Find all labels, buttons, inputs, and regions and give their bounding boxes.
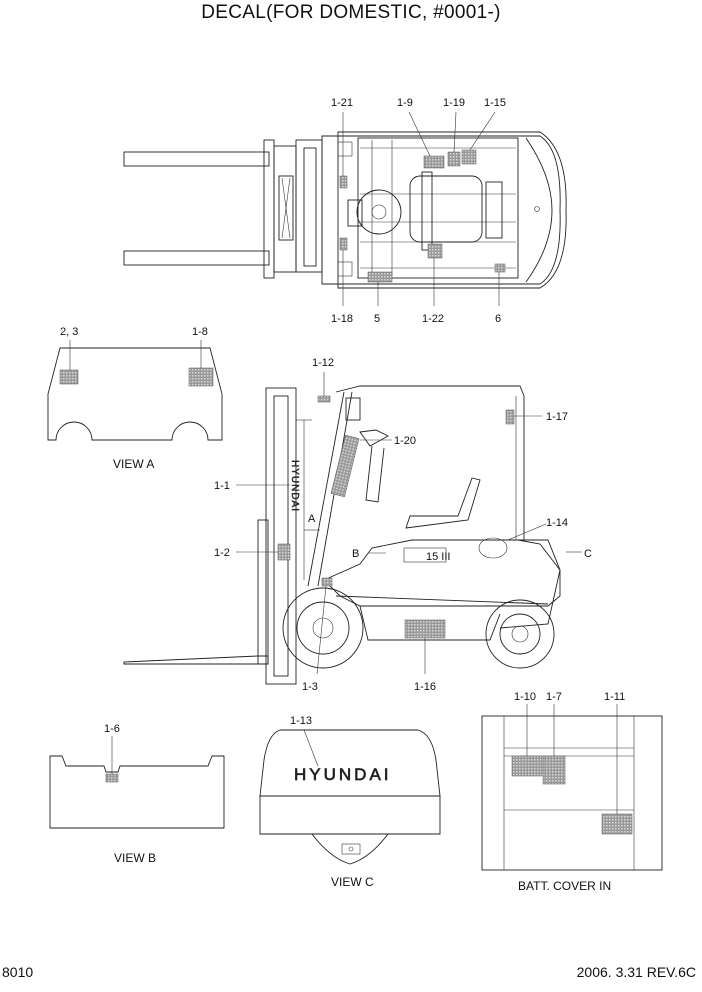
- view-a-caption: VIEW A: [113, 457, 154, 471]
- view-c-caption: VIEW C: [331, 875, 374, 889]
- svg-text:HYUNDAI: HYUNDAI: [289, 460, 300, 512]
- label-1-1: 1-1: [214, 480, 230, 492]
- decal-1-22: [427, 243, 443, 259]
- view-b: 1-6 VIEW B: [49, 723, 225, 865]
- revision-stamp: 2006. 3.31 REV.6C: [576, 964, 696, 980]
- decal-1-2: [277, 543, 291, 561]
- decal-1-9: [423, 155, 445, 169]
- decal-1-18: [339, 237, 348, 251]
- label-1-14: 1-14: [546, 517, 568, 529]
- model-badge: 15 III: [426, 551, 450, 563]
- label-6: 6: [495, 313, 501, 325]
- label-1-9: 1-9: [397, 97, 413, 109]
- label-1-12: 1-12: [312, 357, 334, 369]
- decal-5: [367, 271, 393, 283]
- view-c: HYUNDAI 1-13 VIEW C: [259, 715, 441, 889]
- decal-1-10: [511, 755, 543, 777]
- decal-6: [494, 263, 506, 273]
- brand-text: HYUNDAI: [294, 765, 392, 784]
- page-number: 8010: [2, 964, 34, 980]
- decal-1-21: [339, 175, 348, 189]
- decal-1-12: [317, 395, 331, 403]
- label-1-2: 1-2: [214, 547, 230, 559]
- label-5: 5: [374, 313, 380, 325]
- view-a: 2, 3 1-8 VIEW A: [47, 326, 223, 471]
- label-1-3: 1-3: [302, 681, 318, 693]
- label-1-15: 1-15: [484, 97, 506, 109]
- decal-1-6: [105, 773, 119, 783]
- page-title: DECAL(FOR DOMESTIC, #0001-): [201, 2, 501, 23]
- label-1-21: 1-21: [331, 97, 353, 109]
- decal-1-16: [404, 619, 446, 639]
- decal-1-8: [188, 367, 214, 387]
- view-b-caption: VIEW B: [114, 851, 156, 865]
- label-2-3: 2, 3: [60, 326, 78, 338]
- label-1-22: 1-22: [422, 313, 444, 325]
- label-1-17: 1-17: [546, 411, 568, 423]
- decal-2-3: [59, 369, 79, 385]
- label-c: C: [584, 548, 592, 560]
- label-1-18: 1-18: [331, 313, 353, 325]
- decal-1-19: [447, 151, 461, 167]
- label-1-19: 1-19: [443, 97, 465, 109]
- label-1-6: 1-6: [104, 723, 120, 735]
- label-1-20: 1-20: [394, 435, 416, 447]
- label-a: A: [308, 513, 316, 525]
- label-1-16: 1-16: [414, 681, 436, 693]
- decal-1-15: [461, 149, 477, 165]
- decal-1-11: [601, 813, 633, 835]
- decal-1-20: [330, 434, 360, 498]
- label-b: B: [352, 548, 359, 560]
- decal-1-3: [321, 577, 333, 587]
- top-view: 1-21 1-9 1-19 1-15 1-18 5 1-22 6: [123, 97, 567, 325]
- batt-cover-caption: BATT. COVER IN: [518, 879, 611, 893]
- label-1-10: 1-10: [514, 691, 536, 703]
- label-1-13: 1-13: [290, 715, 312, 727]
- batt-cover: 1-10 1-7 1-11 BATT. COVER IN: [481, 691, 663, 893]
- decal-1-7: [542, 755, 566, 785]
- side-view: HYUNDAI 15 III: [123, 357, 592, 693]
- label-1-7: 1-7: [546, 691, 562, 703]
- decal-1-17: [505, 409, 515, 425]
- label-1-11: 1-11: [604, 691, 625, 703]
- label-1-8: 1-8: [192, 326, 208, 338]
